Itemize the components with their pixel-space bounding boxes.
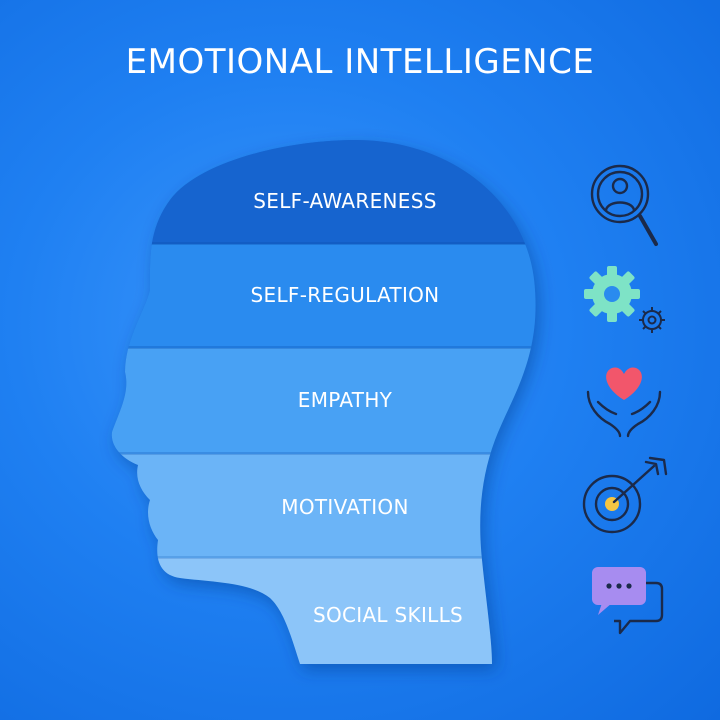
layer-label-social-skills: SOCIAL SKILLS [313,603,463,627]
page-title: EMOTIONAL INTELLIGENCE [125,42,595,82]
layer-band-empathy [111,348,536,454]
gears-icon [584,266,665,333]
layer-band-self-regulation [111,244,536,348]
layer-band-motivation [111,454,536,558]
user-search-icon [590,164,658,246]
layer-label-empathy: EMPATHY [298,388,393,412]
layer-label-self-awareness: SELF-AWARENESS [253,189,436,213]
heart-hands-icon [586,367,662,438]
layer-label-motivation: MOTIVATION [281,495,408,519]
target-arrow-icon [582,456,668,534]
layer-label-self-regulation: SELF-REGULATION [251,283,440,307]
chat-bubbles-icon [592,567,664,635]
